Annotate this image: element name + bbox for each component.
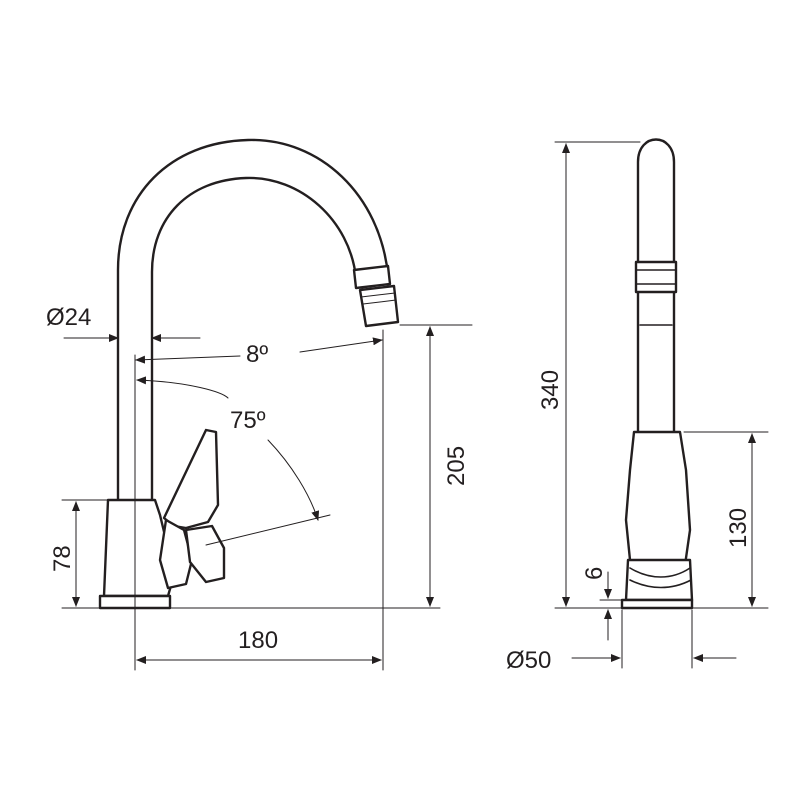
side-swivel-band xyxy=(634,260,678,294)
dim-body-height: 78 xyxy=(49,545,76,572)
dim-base-width: Ø50 xyxy=(506,647,551,674)
spout-inner-curve xyxy=(150,176,358,502)
dim-spout-height: 205 xyxy=(443,446,470,486)
side-lever-housing xyxy=(624,430,692,580)
side-dimensions: 340 130 6 Ø50 xyxy=(506,141,769,674)
dim-spout-reach: 180 xyxy=(238,627,278,654)
dim-base-thickness: 6 xyxy=(581,567,608,580)
spout-outer-curve xyxy=(116,138,390,502)
dim-lever-height: 130 xyxy=(725,508,752,548)
faucet-front-view xyxy=(98,138,400,610)
lever-handle xyxy=(162,428,220,530)
front-dimensions: Ø24 8º 75º 205 78 180 xyxy=(46,304,473,671)
faucet-side-view xyxy=(620,138,694,610)
aerator xyxy=(352,264,392,290)
dim-total-height: 340 xyxy=(537,370,564,410)
dim-swivel-angle: 8º xyxy=(246,341,268,368)
dim-lever-angle: 75º xyxy=(230,407,266,434)
dim-base-diameter: Ø24 xyxy=(46,304,91,331)
side-base-plate xyxy=(620,598,694,610)
side-body xyxy=(624,558,694,602)
